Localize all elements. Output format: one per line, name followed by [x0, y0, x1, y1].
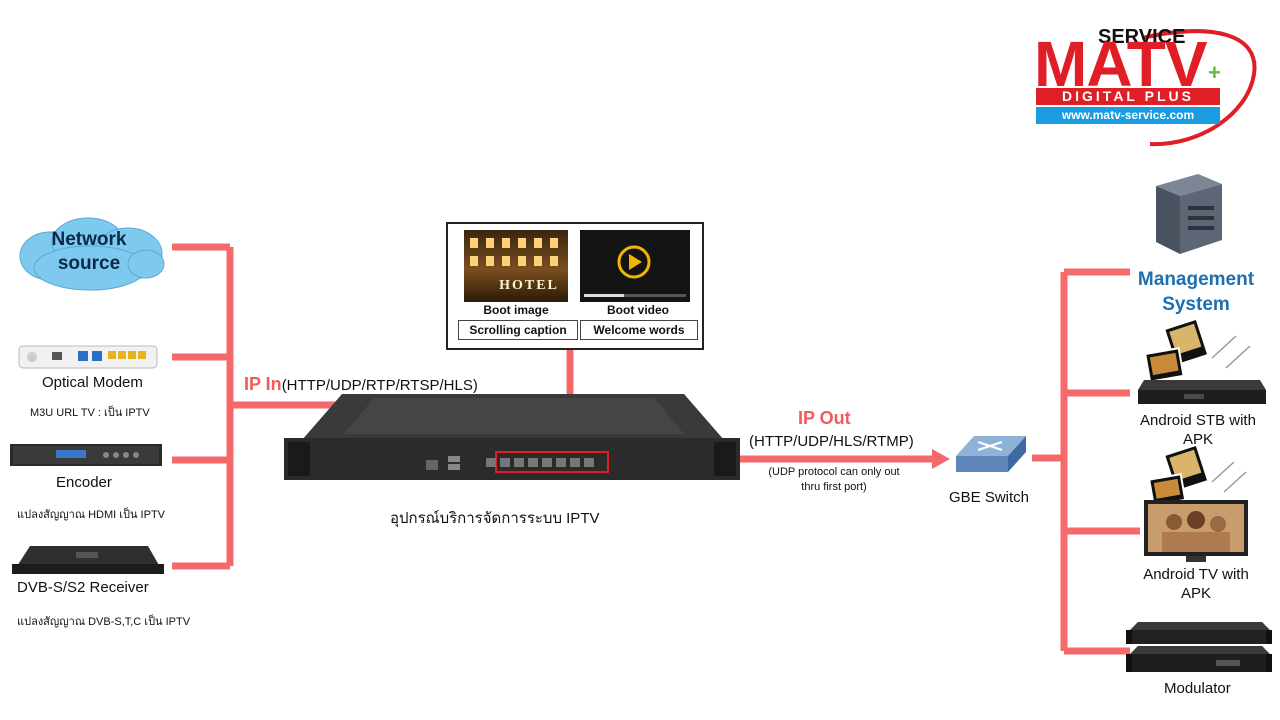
optical-modem-label: Optical Modem	[42, 374, 143, 391]
hotel-sign-text: HOTEL	[499, 278, 559, 293]
optical-modem-device	[18, 343, 158, 371]
network-source-cloud: Network source	[10, 216, 168, 292]
ip-out-title: IP Out	[798, 408, 851, 428]
scrolling-caption-label: Scrolling caption	[458, 320, 578, 340]
optical-modem-icon	[18, 345, 158, 369]
server-tower-icon	[1156, 174, 1222, 254]
ip-out-protocols: (HTTP/UDP/HLS/RTMP)	[749, 433, 914, 450]
ip-in-title: IP In	[244, 374, 282, 394]
hotel-building-icon	[470, 238, 558, 266]
android-stb-device	[1134, 317, 1270, 410]
cloud-icon	[19, 217, 165, 291]
encoder-icon	[10, 444, 162, 466]
ip-out-note: (UDP protocol can only out thru first po…	[768, 466, 900, 493]
logo-swoosh-icon	[1141, 29, 1257, 147]
features-box: HOTEL Boot image Boot video Scrolling ca…	[446, 222, 704, 350]
dvb-receiver-device	[8, 544, 168, 576]
iptv-server-device	[284, 394, 740, 482]
ip-in-label: IP In(HTTP/UDP/RTP/RTSP/HLS)	[244, 374, 478, 395]
network-source-label: Network source	[51, 229, 127, 274]
modulator-device	[1126, 620, 1272, 676]
modulator-label: Modulator	[1164, 680, 1231, 697]
logo-main-text: MATV	[1034, 28, 1208, 100]
encoder-device	[10, 442, 162, 468]
device-caption: อุปกรณ์บริการจัดการระบบ IPTV	[390, 510, 600, 527]
android-tv-label: Android TV with APK	[1143, 566, 1249, 602]
boot-image-label: Boot image	[483, 303, 549, 317]
gbe-switch-label: GBE Switch	[949, 489, 1030, 506]
matv-logo: SERVICE MATV + DIGITAL PLUS www.matv-ser…	[1032, 24, 1262, 154]
m3u-note: M3U URL TV : เป็น IPTV	[30, 407, 150, 419]
management-label: Management System	[1137, 269, 1255, 315]
logo-service-text: SERVICE	[1098, 26, 1186, 48]
tv-with-apk-icon	[1144, 443, 1248, 562]
android-stb-label: Android STB with APK	[1140, 412, 1256, 448]
encoder-note: แปลงสัญญาณ HDMI เป็น IPTV	[17, 509, 166, 521]
logo-plus-text: +	[1208, 60, 1221, 85]
dvb-receiver-icon	[12, 546, 164, 574]
boot-video-thumbnail	[580, 230, 690, 302]
welcome-words-label: Welcome words	[580, 320, 698, 340]
modulator-icon	[1126, 622, 1272, 672]
switch-icon	[956, 436, 1026, 472]
logo-band-text: DIGITAL PLUS	[1036, 88, 1220, 105]
android-tv-device	[1140, 443, 1252, 564]
dvb-note: แปลงสัญญาณ DVB-S,T,C เป็น IPTV	[17, 616, 191, 628]
boot-image-thumbnail: HOTEL	[464, 230, 568, 302]
boot-video-label: Boot video	[607, 303, 669, 317]
logo-url-text: www.matv-service.com	[1036, 107, 1220, 124]
iptv-server-icon	[284, 394, 740, 480]
ip-in-protocols: (HTTP/UDP/RTP/RTSP/HLS)	[281, 377, 478, 394]
encoder-label: Encoder	[56, 474, 112, 491]
stb-with-apk-icon	[1138, 317, 1266, 404]
ip-out-arrowhead	[932, 449, 950, 469]
play-icon	[584, 245, 686, 297]
management-server	[1148, 170, 1228, 256]
gbe-switch-device	[952, 432, 1030, 480]
dvb-receiver-label: DVB-S/S2 Receiver	[17, 579, 149, 596]
